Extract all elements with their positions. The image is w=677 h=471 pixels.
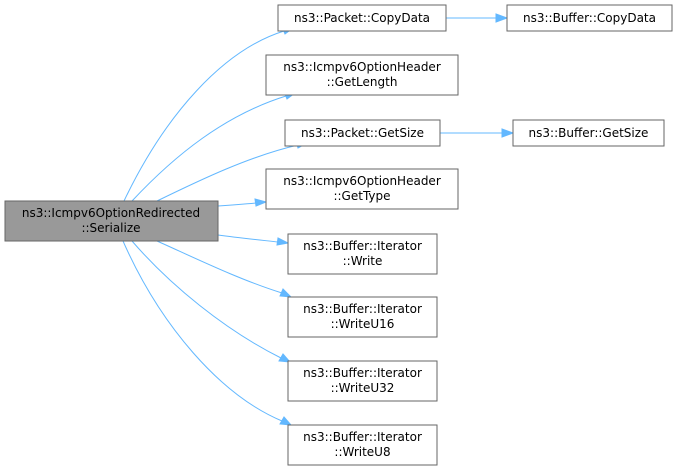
edge-root-header-gettype — [217, 202, 257, 207]
edge-root-packet-getsize — [156, 144, 299, 202]
node-iterator-writeu32-label-line1: ns3::Buffer::Iterator — [303, 366, 422, 380]
node-buffer-getsize[interactable]: ns3::Buffer::GetSize — [512, 119, 665, 147]
node-iterator-write-label-line1: ns3::Buffer::Iterator — [303, 239, 422, 253]
node-iterator-writeu16[interactable]: ns3::Buffer::Iterator ::WriteU16 — [287, 296, 438, 338]
node-header-getlength[interactable]: ns3::Icmpv6OptionHeader ::GetLength — [265, 54, 459, 96]
node-buffer-copydata-label: ns3::Buffer::CopyData — [523, 11, 656, 25]
node-iterator-write-box — [287, 233, 438, 275]
node-packet-getsize[interactable]: ns3::Packet::GetSize — [284, 119, 441, 147]
node-packet-copydata-box — [277, 4, 447, 32]
node-root-serialize[interactable]: ns3::Icmpv6OptionRedirected ::Serialize — [4, 200, 219, 242]
call-graph-nodes: ns3::Icmpv6OptionRedirected ::Serialize … — [4, 4, 673, 466]
node-iterator-write[interactable]: ns3::Buffer::Iterator ::Write — [287, 233, 438, 275]
edge-root-iterator-writeu8 — [122, 240, 283, 422]
node-header-gettype-label-line2: ::GetType — [333, 189, 390, 203]
edge-root-iterator-writeu16 — [156, 240, 283, 294]
node-buffer-copydata-box — [506, 4, 673, 32]
node-iterator-writeu16-label-line1: ns3::Buffer::Iterator — [303, 302, 422, 316]
node-header-gettype[interactable]: ns3::Icmpv6OptionHeader ::GetType — [265, 168, 459, 210]
edge-root-iterator-writeu32-arrowhead — [278, 353, 292, 363]
node-header-getlength-box — [265, 54, 459, 96]
edge-root-iterator-write — [217, 234, 279, 243]
node-iterator-writeu8-label-line1: ns3::Buffer::Iterator — [303, 430, 422, 444]
node-packet-copydata-label: ns3::Packet::CopyData — [294, 11, 430, 25]
node-iterator-writeu32-label-line2: ::WriteU32 — [331, 381, 395, 395]
node-buffer-getsize-label: ns3::Buffer::GetSize — [529, 126, 649, 140]
node-iterator-writeu8-box — [287, 424, 438, 466]
node-iterator-writeu8[interactable]: ns3::Buffer::Iterator ::WriteU8 — [287, 424, 438, 466]
node-header-getlength-label-line2: ::GetLength — [327, 75, 398, 89]
node-root-serialize-box — [4, 200, 219, 242]
node-buffer-copydata[interactable]: ns3::Buffer::CopyData — [506, 4, 673, 32]
edge-packet-copydata-buffer-copydata-arrowhead — [495, 13, 509, 23]
node-header-gettype-box — [265, 168, 459, 210]
node-iterator-writeu16-box — [287, 296, 438, 338]
node-root-serialize-label-line2: ::Serialize — [81, 221, 140, 235]
node-root-serialize-label-line1: ns3::Icmpv6OptionRedirected — [22, 206, 200, 220]
edge-root-iterator-writeu16-arrowhead — [279, 288, 293, 298]
edge-root-packet-copydata — [123, 30, 285, 202]
edge-root-iterator-write-arrowhead — [276, 237, 290, 246]
node-iterator-writeu8-label-line2: ::WriteU8 — [334, 445, 390, 459]
edge-root-header-getlength — [131, 95, 287, 202]
edge-root-header-gettype-arrowhead — [254, 198, 268, 207]
node-header-gettype-label-line1: ns3::Icmpv6OptionHeader — [283, 174, 441, 188]
node-iterator-write-label-line2: ::Write — [343, 254, 383, 268]
edge-root-iterator-writeu8-arrowhead — [279, 416, 293, 426]
node-packet-copydata[interactable]: ns3::Packet::CopyData — [277, 4, 447, 32]
node-header-getlength-label-line1: ns3::Icmpv6OptionHeader — [283, 60, 441, 74]
node-iterator-writeu16-label-line2: ::WriteU16 — [331, 317, 395, 331]
node-packet-getsize-box — [284, 119, 441, 147]
node-iterator-writeu32-box — [287, 360, 438, 402]
node-packet-getsize-label: ns3::Packet::GetSize — [301, 126, 424, 140]
edge-packet-getsize-buffer-getsize-arrowhead — [501, 128, 515, 138]
edge-root-iterator-writeu32 — [131, 240, 282, 359]
node-buffer-getsize-box — [512, 119, 665, 147]
node-iterator-writeu32[interactable]: ns3::Buffer::Iterator ::WriteU32 — [287, 360, 438, 402]
